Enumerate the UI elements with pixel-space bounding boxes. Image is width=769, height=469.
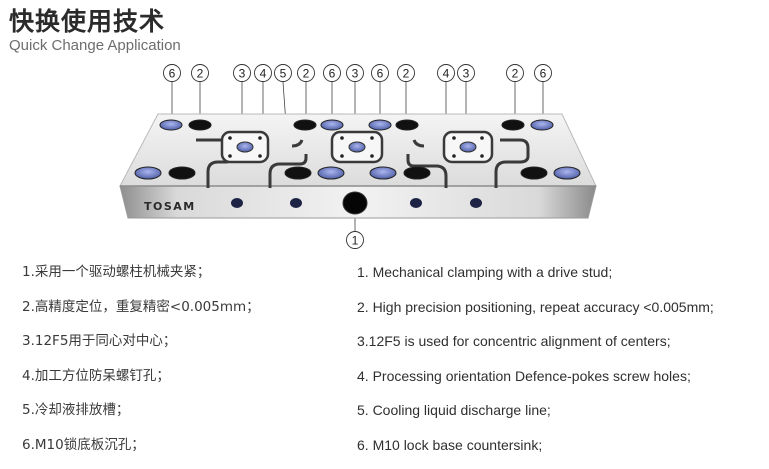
feature-cn-2: 2.高精度定位，重复精密<0.005mm； bbox=[22, 297, 260, 332]
feature-cn-4: 4.加工方位防呆螺钉孔； bbox=[22, 366, 260, 401]
svg-text:6: 6 bbox=[377, 67, 384, 81]
svg-text:2: 2 bbox=[403, 67, 410, 81]
feature-en-5: 5. Cooling liquid discharge line; bbox=[357, 400, 714, 435]
svg-text:6: 6 bbox=[329, 67, 336, 81]
callout-6: 6 bbox=[324, 65, 341, 82]
callout-2: 2 bbox=[507, 65, 524, 82]
feature-cn-3: 3.12F5用于同心对中心； bbox=[22, 331, 260, 366]
feature-list-chinese: 1.采用一个驱动螺柱机械夹紧； 2.高精度定位，重复精密<0.005mm； 3.… bbox=[22, 262, 260, 469]
quick-change-plate-diagram: TOSAM 6 2 3 4 5 2 6 3 6 2 4 3 2 6 1 bbox=[0, 0, 769, 260]
feature-en-1: 1. Mechanical clamping with a drive stud… bbox=[357, 262, 714, 297]
callout-3: 3 bbox=[234, 65, 251, 82]
drive-stud bbox=[343, 192, 367, 214]
svg-text:3: 3 bbox=[239, 67, 246, 81]
callout-1: 1 bbox=[347, 232, 364, 249]
feature-en-4: 4. Processing orientation Defence-pokes … bbox=[357, 366, 714, 401]
svg-text:6: 6 bbox=[540, 67, 547, 81]
svg-text:5: 5 bbox=[280, 67, 287, 81]
callout-4: 4 bbox=[255, 65, 272, 82]
svg-text:1: 1 bbox=[352, 234, 359, 248]
svg-text:3: 3 bbox=[352, 67, 359, 81]
brand-logo: TOSAM bbox=[144, 200, 196, 213]
callout-2: 2 bbox=[298, 65, 315, 82]
feature-list-english: 1. Mechanical clamping with a drive stud… bbox=[357, 262, 714, 469]
callout-3: 3 bbox=[347, 65, 364, 82]
svg-text:2: 2 bbox=[197, 67, 204, 81]
feature-cn-5: 5.冷却液排放槽； bbox=[22, 400, 260, 435]
callout-4: 4 bbox=[438, 65, 455, 82]
callout-2: 2 bbox=[398, 65, 415, 82]
svg-text:4: 4 bbox=[260, 67, 267, 81]
feature-cn-6: 6.M10锁底板沉孔； bbox=[22, 435, 260, 469]
svg-text:2: 2 bbox=[512, 67, 519, 81]
feature-en-2: 2. High precision positioning, repeat ac… bbox=[357, 297, 714, 332]
svg-text:6: 6 bbox=[169, 67, 176, 81]
feature-en-6: 6. M10 lock base countersink; bbox=[357, 435, 714, 469]
callout-6: 6 bbox=[535, 65, 552, 82]
callout-3: 3 bbox=[458, 65, 475, 82]
svg-text:2: 2 bbox=[303, 67, 310, 81]
feature-en-3: 3.12F5 is used for concentric alignment … bbox=[357, 331, 714, 366]
callout-6: 6 bbox=[164, 65, 181, 82]
callout-2: 2 bbox=[192, 65, 209, 82]
svg-text:3: 3 bbox=[463, 67, 470, 81]
svg-text:4: 4 bbox=[443, 67, 450, 81]
callout-6: 6 bbox=[372, 65, 389, 82]
callout-5: 5 bbox=[275, 65, 292, 82]
feature-cn-1: 1.采用一个驱动螺柱机械夹紧； bbox=[22, 262, 260, 297]
